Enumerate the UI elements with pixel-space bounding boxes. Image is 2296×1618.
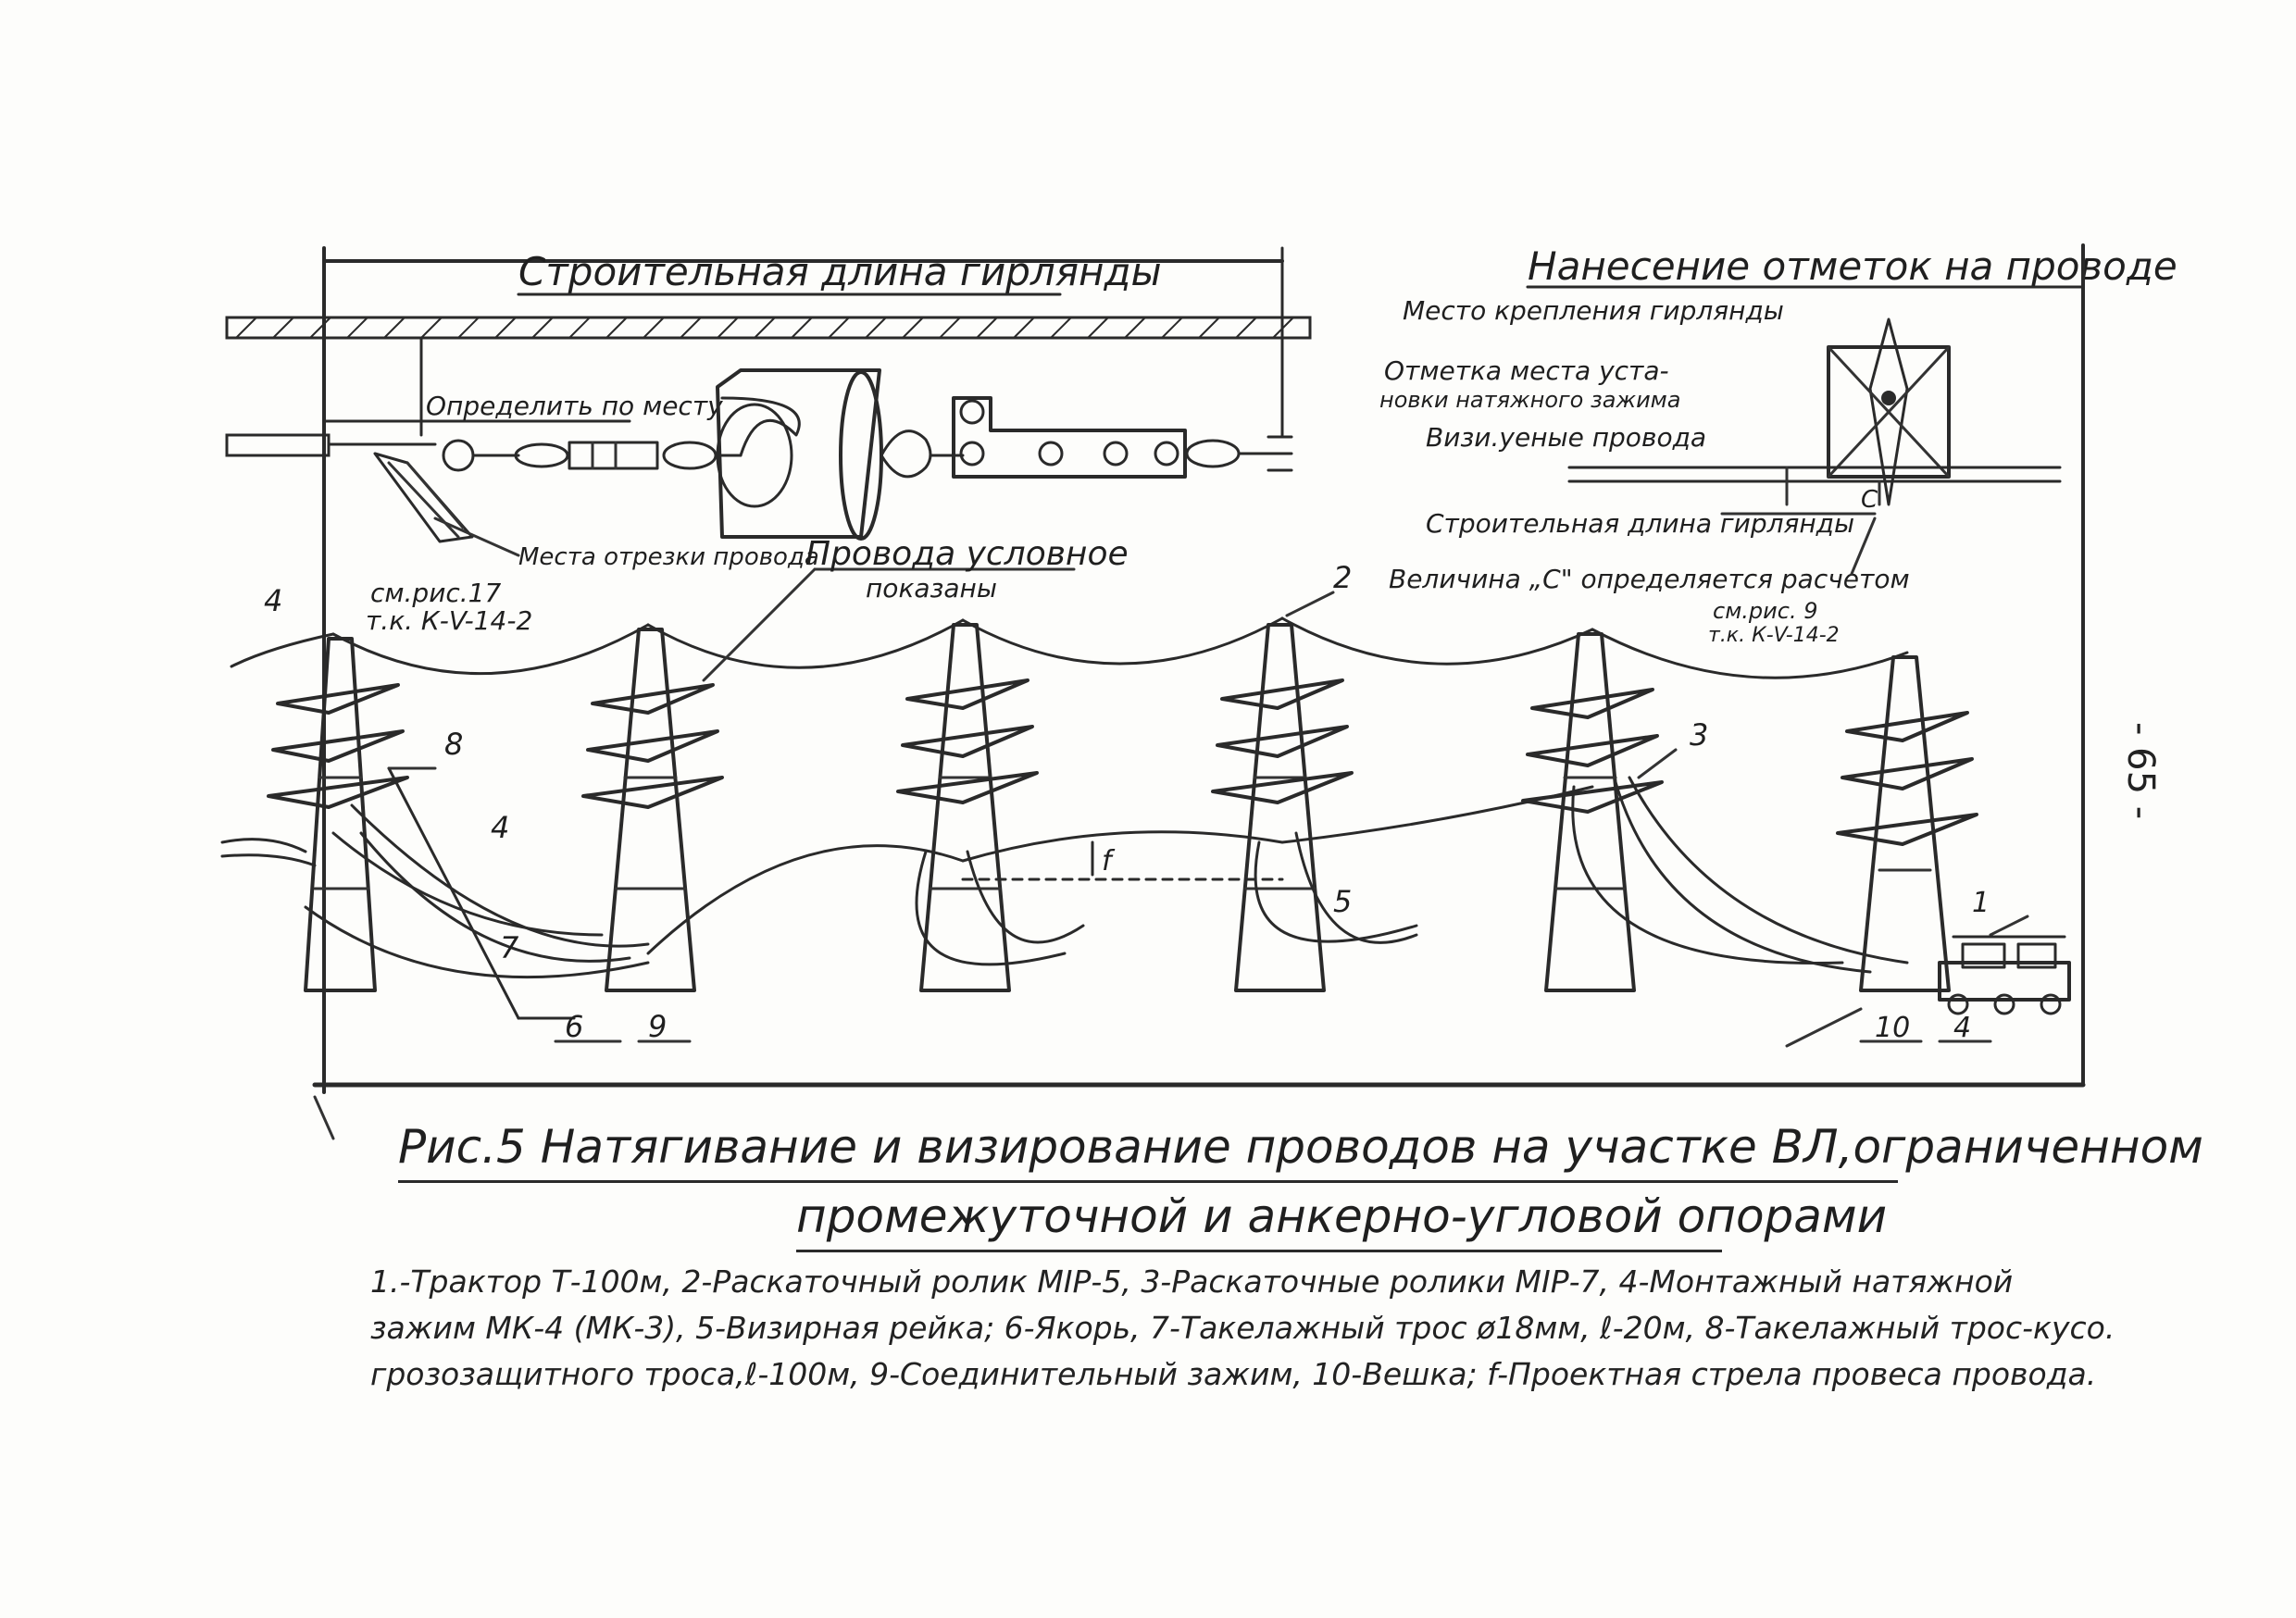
tower-5: [1521, 632, 1664, 992]
wire-end: [225, 433, 331, 457]
callout-6: 6: [565, 1009, 583, 1044]
see-fig-9-ref: т.к. К-V-14-2: [1708, 624, 1840, 647]
figure-caption-line2: промежуточной и анкерно-угловой опорами: [796, 1189, 1888, 1243]
value-c-label: Величина „С" определяется расчетом: [1389, 564, 1910, 594]
link-1: [514, 442, 569, 468]
see-ref-17-tk: т.к. К-V-14-2: [366, 605, 532, 636]
clamp-body: [568, 441, 659, 470]
cut-location-label: Места отрезки провода: [518, 543, 819, 571]
insulator-disc: [716, 368, 881, 539]
callout-3: 3: [1690, 717, 1708, 753]
see-ref-17: см.рис.17: [370, 578, 501, 608]
callout-9: 9: [648, 1009, 667, 1044]
callout-4-mid: 4: [491, 810, 509, 845]
callout-2: 2: [1333, 560, 1352, 595]
build-length-label: Строительная длина гирлянды: [1426, 508, 1854, 539]
determine-on-site-label: Определить по месту: [426, 391, 723, 421]
callout-8: 8: [444, 727, 463, 762]
yoke-plate: [952, 396, 1187, 479]
callout-4-top: 4: [264, 583, 282, 618]
garland-length-title: Строительная длина гирлянды: [518, 249, 1162, 294]
tower-2: [581, 628, 724, 992]
shackle-1: [442, 439, 475, 472]
caption-underline-2: [796, 1250, 1722, 1252]
tower-1: [267, 637, 409, 992]
insulator-cap-left: [720, 396, 801, 457]
wires-shown-label: показаны: [866, 573, 997, 604]
garland-attach-label: Место крепления гирлянды: [1403, 295, 1784, 326]
cut-area: [373, 452, 474, 543]
sighted-wires-label: Визи.уеные провода: [1426, 422, 1706, 453]
callout-1: 1: [1972, 887, 1990, 919]
page-number: - 65 -: [2119, 722, 2162, 820]
garland-detail: Строительная длина гирлянды Определить: [225, 246, 1312, 1094]
insulator-rim: [839, 370, 883, 541]
marking-detail: Нанесение отметок на проводе Место крепл…: [1379, 243, 2177, 1085]
insulator-bell: [716, 403, 793, 508]
callout-10: 10: [1875, 1012, 1910, 1044]
see-fig-9: см.рис. 9: [1713, 598, 1817, 624]
tractor: [1938, 942, 2071, 1015]
callout-f: f: [1102, 845, 1116, 877]
wires-conditional-label: Провода условное: [805, 535, 1129, 573]
clamp-mark-label-2: новки натяжного зажима: [1379, 387, 1680, 413]
legend-line-3: грозозащитного троса,ℓ-100м, 9-Соедините…: [370, 1356, 2097, 1392]
legend-line-2: зажим МК-4 (МК-3), 5-Визирная рейка; 6-Я…: [370, 1310, 2115, 1346]
crossarm-hatched: [225, 316, 1312, 340]
caption-underline-1: [398, 1180, 1898, 1183]
insulator-cap-right: [880, 429, 932, 479]
c-dimension-label: С: [1861, 486, 1878, 514]
link-2: [662, 441, 718, 470]
tower-4: [1211, 623, 1354, 992]
callout-4-bottom: 4: [1953, 1012, 1971, 1044]
figure-caption-line1: Рис.5 Натягивание и визирование проводов…: [398, 1120, 2203, 1174]
tower-3: [896, 623, 1039, 992]
clamp-mark-label-1: Отметка места уста-: [1384, 355, 1669, 386]
legend-line-1: 1.-Трактор Т-100м, 2-Раскаточный ролик М…: [370, 1263, 2014, 1300]
tower-plan: [1827, 345, 1951, 479]
callout-5: 5: [1333, 884, 1352, 919]
insulator-plan: [1868, 317, 1909, 506]
tower-6-anchor: [1836, 655, 1978, 992]
marking-title: Нанесение отметок на проводе: [1528, 243, 2177, 289]
callout-7: 7: [500, 930, 519, 965]
towers-scene: 4 8 4 7 6 9 2 5 3 f 1 10 4 см.рис.17 т.к…: [220, 535, 2086, 1140]
